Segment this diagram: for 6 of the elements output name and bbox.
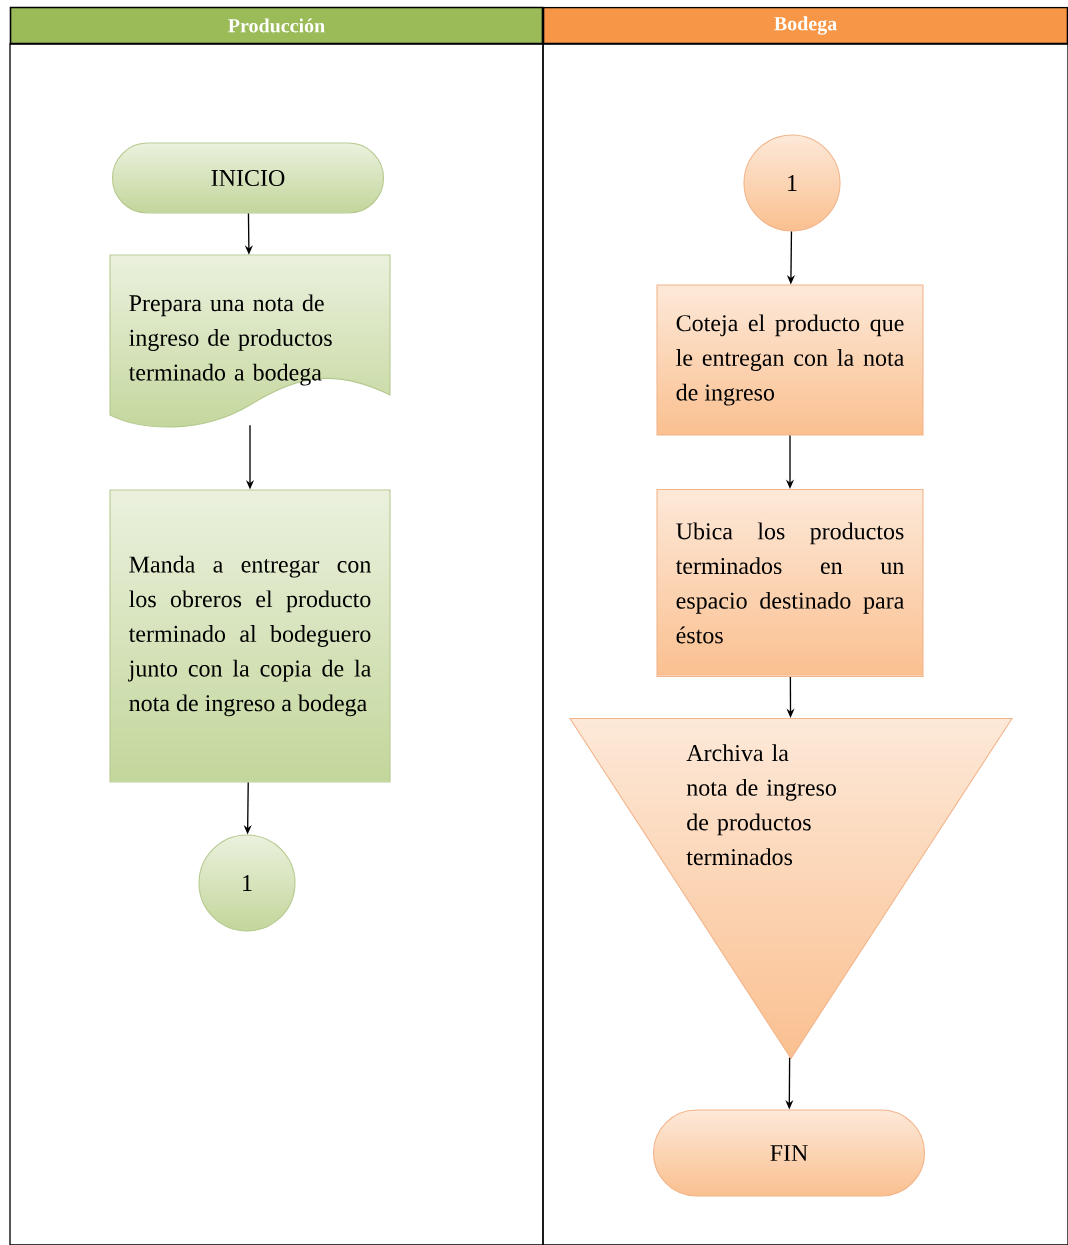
merge-triangle: Archiva la nota de ingreso de productos terminados [569,718,1013,1060]
process-box: Coteja el producto que le entregan con la nota de ingreso [656,284,924,436]
node-label: Producción [228,18,325,33]
node-label: Bodega [774,16,837,35]
process-box: Manda a entregar con los obreros el producto terminado al bodeguero junto con la copia de la nota de ingreso a bodega [109,489,391,783]
process-box: Ubica los productos terminados en un espacio destinado para éstos [656,488,924,678]
